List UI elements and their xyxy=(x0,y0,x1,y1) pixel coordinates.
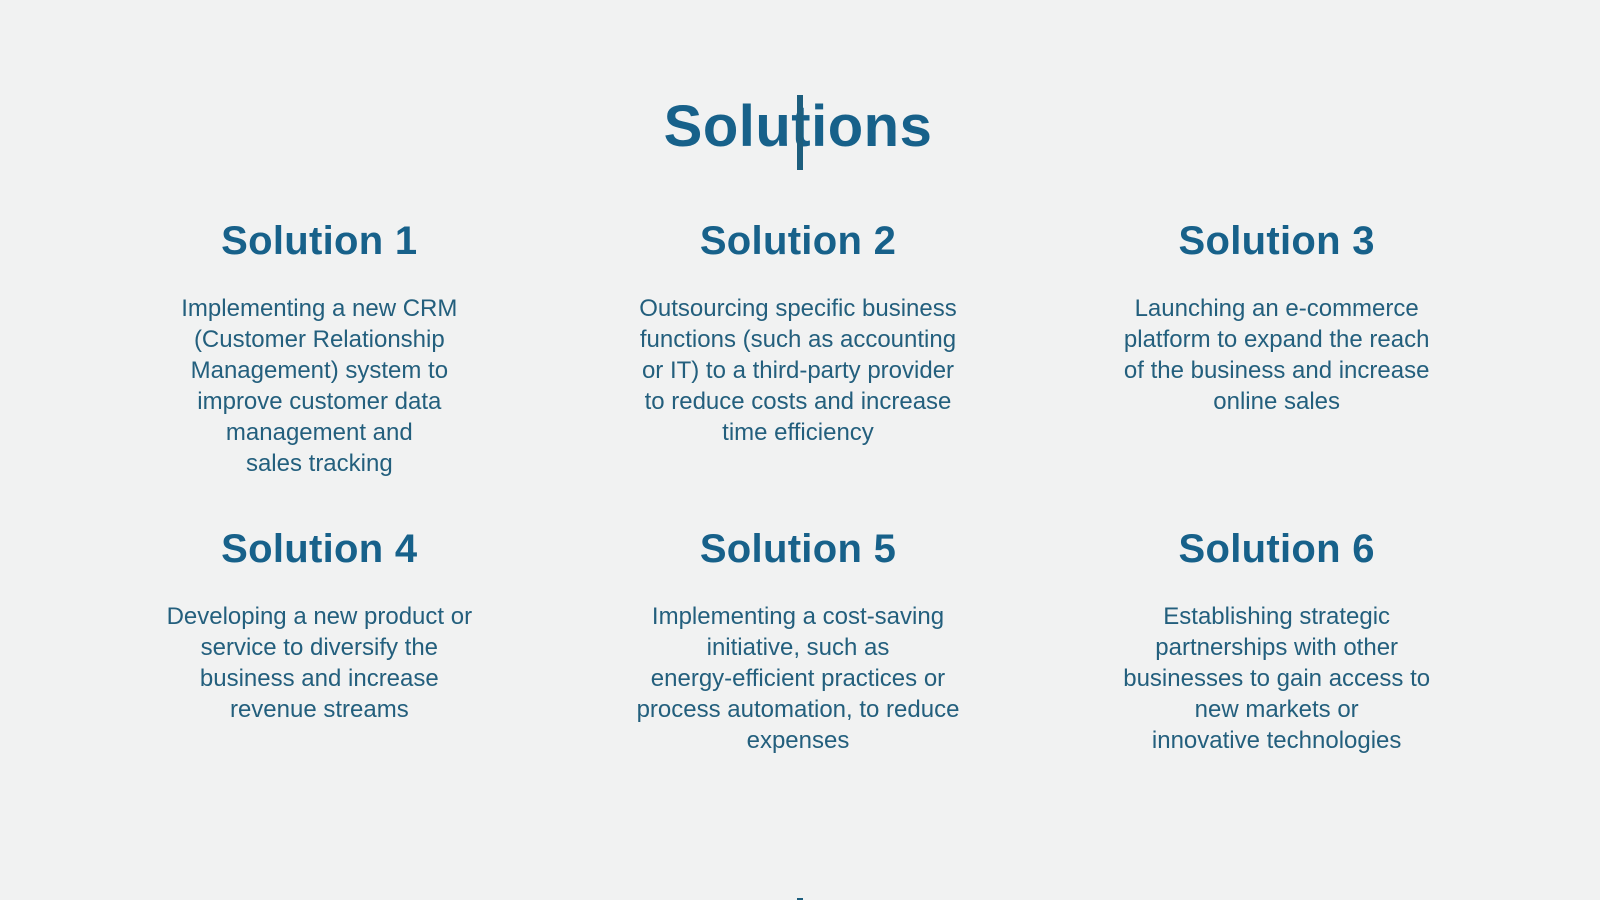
solution-1-heading: Solution 1 xyxy=(221,219,418,263)
solution-6-description: Establishing strategic partnerships with… xyxy=(1123,603,1431,754)
solution-card-5: Solution 5 Implementing a cost-saving in… xyxy=(559,523,1038,756)
solution-card-4: Solution 4 Developing a new product or s… xyxy=(80,523,559,756)
solution-2-description: Outsourcing specific business functions … xyxy=(639,295,957,446)
solution-card-2: Solution 2 Outsourcing specific business… xyxy=(559,215,1038,479)
solution-card-3: Solution 3 Launching an e-commerce platf… xyxy=(1037,215,1516,479)
solution-4-description: Developing a new product or service to d… xyxy=(166,603,473,723)
top-divider-line xyxy=(797,95,803,170)
solution-5-heading: Solution 5 xyxy=(699,527,897,571)
solutions-grid: Solution 1 Implementing a new CRM (Custo… xyxy=(80,215,1516,756)
solution-card-1: Solution 1 Implementing a new CRM (Custo… xyxy=(80,215,559,479)
solution-6-heading: Solution 6 xyxy=(1178,527,1375,571)
solution-3-description: Launching an e-commerce platform to expa… xyxy=(1123,295,1430,415)
bottom-divider-line xyxy=(797,898,803,900)
solution-2-heading: Solution 2 xyxy=(699,219,897,263)
solution-1-description: Implementing a new CRM (Customer Relatio… xyxy=(181,295,458,477)
solution-4-heading: Solution 4 xyxy=(221,527,418,571)
slide-content: Solutions Solution 1 Implementing a new … xyxy=(80,95,1516,756)
solution-3-heading: Solution 3 xyxy=(1178,219,1375,263)
solution-5-description: Implementing a cost-saving initiative, s… xyxy=(636,603,960,754)
solution-card-6: Solution 6 Establishing strategic partne… xyxy=(1037,523,1516,756)
